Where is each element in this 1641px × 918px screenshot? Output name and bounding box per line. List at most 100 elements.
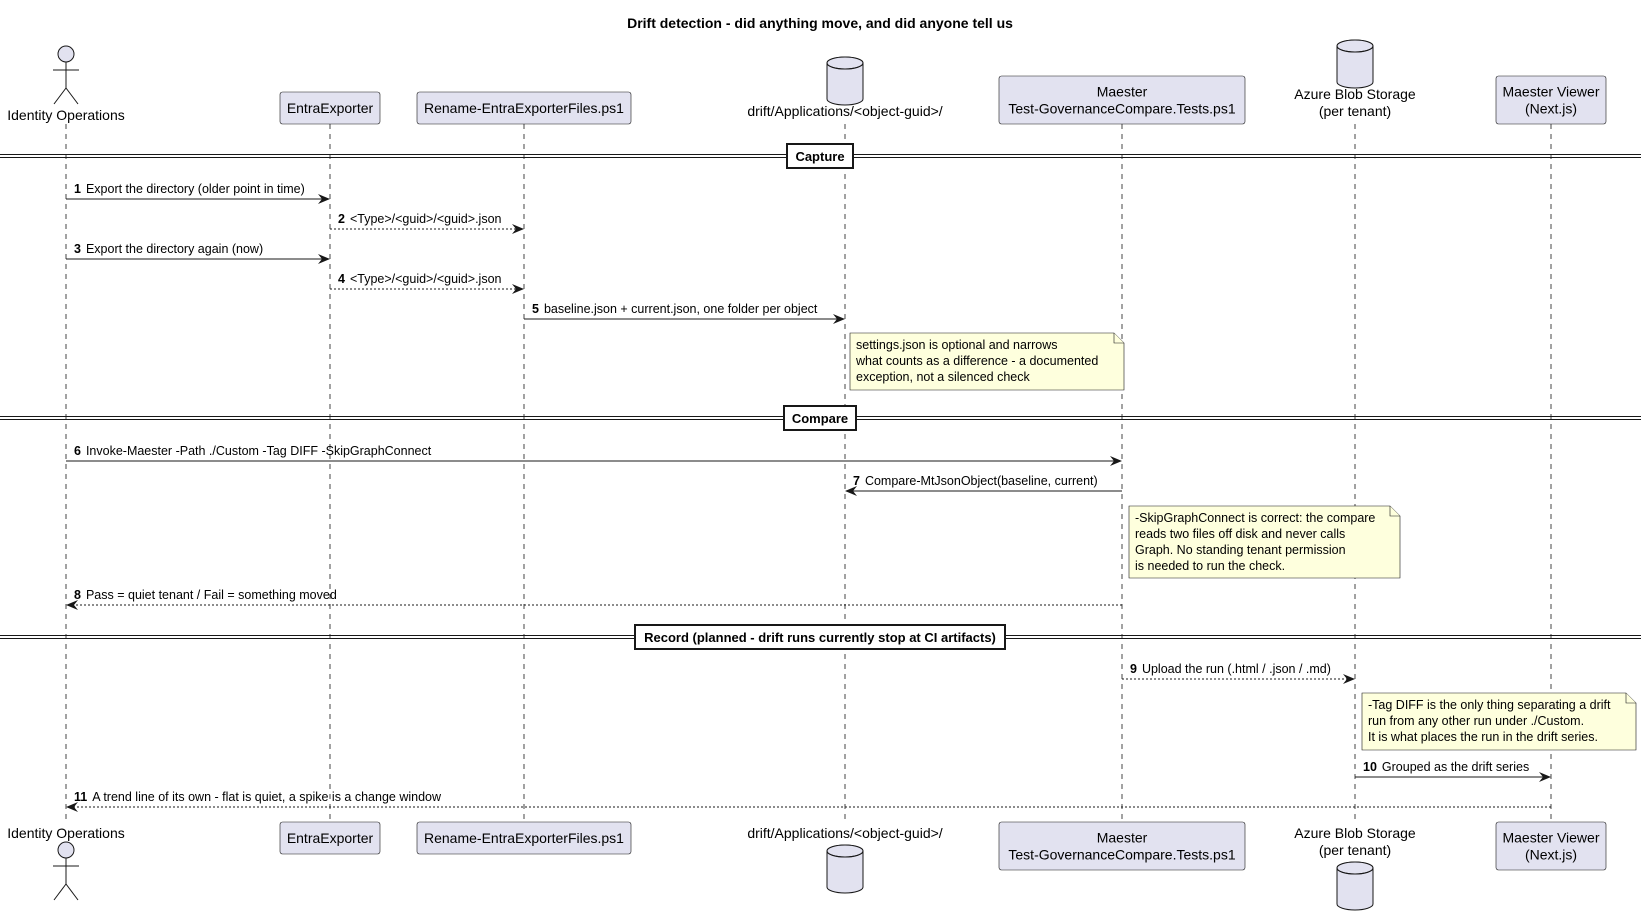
note-text: Graph. No standing tenant permission [1135, 543, 1346, 557]
participant-label: drift/Applications/<object-guid>/ [747, 103, 942, 119]
message-label: 6 Invoke-Maester -Path ./Custom -Tag DIFF… [74, 444, 432, 458]
note-tagdiff: -Tag DIFF is the only thing separating a… [1361, 692, 1637, 751]
participant-drift-bottom: drift/Applications/<object-guid>/ [747, 825, 943, 894]
message-text: <Type>/<guid>/<guid>.json [350, 272, 502, 286]
message-number: 11 [74, 790, 87, 804]
message-label: 11 A trend line of its own - flat is quie… [74, 790, 442, 804]
participant-box [1495, 75, 1607, 125]
message-number: 9 [1130, 662, 1137, 676]
message-text: Invoke-Maester -Path ./Custom -Tag DIFF … [86, 444, 432, 458]
message-10: 10 Grouped as the drift series [1355, 760, 1551, 782]
message-11: 11 A trend line of its own - flat is quie… [66, 790, 1551, 812]
message-7: 7 Compare-MtJsonObject(baseline, current) [845, 474, 1122, 496]
participant-box [1495, 821, 1607, 871]
participant-label: drift/Applications/<object-guid>/ [747, 825, 942, 841]
participant-label: (per tenant) [1319, 842, 1391, 858]
message-text: Export the directory (older point in tim… [86, 182, 305, 196]
participant-label: (per tenant) [1319, 103, 1391, 119]
participant-label: Maester Viewer [1502, 830, 1599, 846]
message-text: Grouped as the drift series [1382, 760, 1529, 774]
note-text: -SkipGraphConnect is correct: the compar… [1135, 511, 1375, 525]
note-text: is needed to run the check. [1135, 559, 1285, 573]
message-number: 3 [74, 242, 81, 256]
database-icon [1336, 39, 1374, 89]
database-icon [826, 56, 864, 106]
message-label: 9 Upload the run (.html / .json / .md) [1130, 662, 1331, 676]
participant-blob-top: Azure Blob Storage(per tenant) [1294, 39, 1416, 119]
note-text: It is what places the run in the drift s… [1368, 730, 1598, 744]
message-number: 6 [74, 444, 81, 458]
message-label: 5 baseline.json + current.json, one folde… [532, 302, 818, 316]
message-3: 3 Export the directory again (now) [66, 242, 330, 264]
divider-capture: Capture [0, 143, 1641, 169]
participant-ops-bottom: Identity Operations [7, 825, 125, 901]
actor-figure-icon [53, 841, 79, 901]
note-skipgraph: -SkipGraphConnect is correct: the compar… [1128, 505, 1401, 579]
message-text: Upload the run (.html / .json / .md) [1142, 662, 1331, 676]
divider-compare: Compare [0, 405, 1641, 431]
participant-viewer-top: Maester Viewer(Next.js) [1495, 75, 1607, 125]
lifelines [65, 124, 1552, 822]
participant-label: Rename-EntraExporterFiles.ps1 [424, 830, 624, 846]
message-text: <Type>/<guid>/<guid>.json [350, 212, 502, 226]
divider-record: Record (planned - drift runs currently s… [0, 624, 1641, 650]
message-number: 7 [853, 474, 860, 488]
note-text: run from any other run under ./Custom. [1368, 714, 1584, 728]
participant-label: (Next.js) [1525, 101, 1577, 117]
message-label: 3 Export the directory again (now) [74, 242, 263, 256]
participant-label: Maester [1097, 84, 1148, 100]
message-text: A trend line of its own - flat is quiet,… [92, 790, 442, 804]
message-text: Compare-MtJsonObject(baseline, current) [865, 474, 1098, 488]
message-label: 4 <Type>/<guid>/<guid>.json [338, 272, 502, 286]
participant-label: Azure Blob Storage [1294, 825, 1416, 841]
notes: settings.json is optional and narrowswha… [849, 332, 1637, 751]
message-5: 5 baseline.json + current.json, one folde… [524, 302, 845, 324]
participant-exp-bottom: EntraExporter [279, 821, 381, 855]
note-text: reads two files off disk and never calls [1135, 527, 1345, 541]
message-6: 6 Invoke-Maester -Path ./Custom -Tag DIFF… [66, 444, 1122, 466]
message-number: 10 [1363, 760, 1377, 774]
participant-viewer-bottom: Maester Viewer(Next.js) [1495, 821, 1607, 871]
note-text: settings.json is optional and narrows [856, 338, 1058, 352]
participant-box [279, 91, 381, 125]
participant-box [998, 75, 1246, 125]
message-text: baseline.json + current.json, one folder… [544, 302, 818, 316]
participant-label: Maester [1097, 830, 1148, 846]
message-number: 2 [338, 212, 345, 226]
participant-label: EntraExporter [287, 830, 374, 846]
participant-ops-top: Identity Operations [7, 45, 125, 123]
message-label: 2 <Type>/<guid>/<guid>.json [338, 212, 502, 226]
database-icon [1336, 861, 1374, 911]
participant-box [279, 821, 381, 855]
message-number: 4 [338, 272, 345, 286]
database-icon [826, 844, 864, 894]
participant-label: Azure Blob Storage [1294, 86, 1416, 102]
participant-label: Rename-EntraExporterFiles.ps1 [424, 100, 624, 116]
participant-ren-bottom: Rename-EntraExporterFiles.ps1 [416, 821, 632, 855]
participant-box [416, 821, 632, 855]
participant-label: Identity Operations [7, 825, 125, 841]
message-number: 5 [532, 302, 539, 316]
participant-label: Test-GovernanceCompare.Tests.ps1 [1008, 101, 1235, 117]
note-text: -Tag DIFF is the only thing separating a… [1368, 698, 1611, 712]
actor-figure-icon [53, 45, 79, 105]
participant-box [416, 91, 632, 125]
participant-exp-top: EntraExporter [279, 91, 381, 125]
participant-blob-bottom: Azure Blob Storage(per tenant) [1294, 825, 1416, 911]
message-label: 10 Grouped as the drift series [1363, 760, 1529, 774]
participant-heads-bottom: Identity Operations EntraExporter Rename-E… [7, 821, 1607, 911]
diagram-title: Drift detection - did anything move, and… [627, 15, 1013, 31]
participant-label: Test-GovernanceCompare.Tests.ps1 [1008, 847, 1235, 863]
message-text: Export the directory again (now) [86, 242, 263, 256]
divider-label: Record (planned - drift runs currently s… [644, 630, 996, 645]
message-4: 4 <Type>/<guid>/<guid>.json [330, 272, 524, 294]
participant-label: (Next.js) [1525, 847, 1577, 863]
note-settings: settings.json is optional and narrowswha… [849, 332, 1125, 391]
